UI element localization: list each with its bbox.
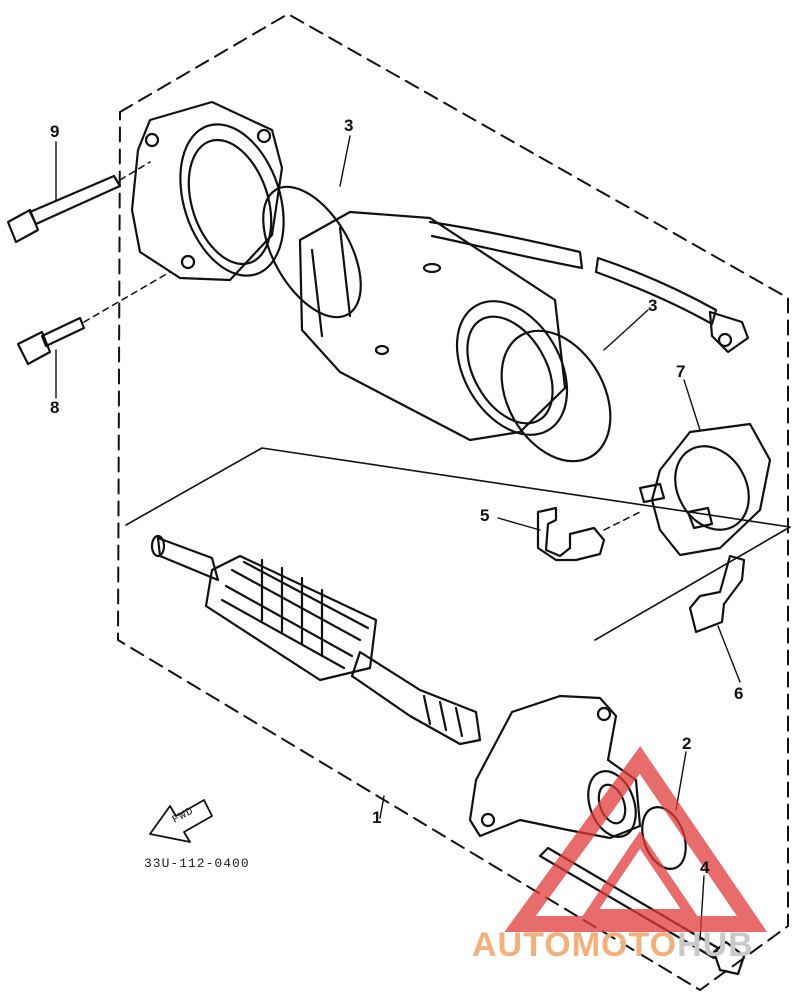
brush-6 (688, 554, 746, 634)
leader-2 (675, 751, 687, 811)
leader-5 (497, 517, 541, 531)
brush-holder-plate (638, 422, 772, 557)
callout-6: 6 (734, 684, 744, 703)
rear-cover (468, 694, 642, 840)
callout-8: 8 (50, 398, 60, 417)
callout-7: 7 (676, 362, 686, 381)
bolt-9 (6, 174, 122, 244)
watermark-part-2: HUB (677, 926, 754, 964)
lead-wire (594, 256, 750, 354)
callout-9: 9 (50, 122, 60, 141)
callout-1: 1 (372, 808, 382, 827)
leader-3a (339, 135, 351, 187)
front-cover (130, 100, 285, 282)
callout-2: 2 (682, 734, 692, 753)
watermark-text: AUTOMOTOHUB (472, 926, 754, 965)
brush-5 (536, 506, 606, 562)
leader-3b (603, 309, 649, 351)
diagram-reference-code: 33U-112-0400 (144, 856, 250, 871)
armature (150, 534, 482, 746)
armature-plane-outline (125, 447, 791, 641)
yoke-body (298, 210, 584, 442)
o-ring-lower (500, 329, 612, 463)
callout-4: 4 (700, 858, 710, 877)
assembly-boundary-dashed (117, 13, 789, 991)
leader-6 (717, 625, 741, 683)
bolt-8 (16, 316, 86, 366)
callout-5: 5 (480, 506, 490, 525)
fwd-arrow-icon (149, 799, 213, 843)
leader-7 (683, 379, 701, 431)
leader-1 (379, 795, 385, 819)
watermark-triangle-icon (504, 746, 768, 932)
callout-3-lower: 3 (648, 296, 658, 315)
o-ring-upper (262, 185, 362, 319)
watermark-part-1: AUTOMOTO (472, 926, 678, 964)
callout-3-upper: 3 (344, 116, 354, 135)
